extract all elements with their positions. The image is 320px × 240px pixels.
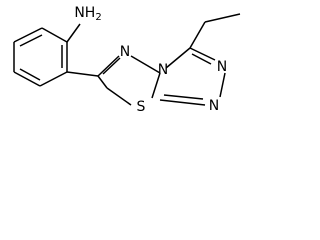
amine-group: NH2 [74, 5, 101, 23]
benzene-ring [13, 27, 68, 87]
bond-ethyl-2 [204, 13, 241, 23]
atom-sulfur: S [137, 99, 146, 115]
bond-c-n-amine [66, 23, 81, 43]
atom-n-triazole-bottom: N [209, 98, 219, 114]
bond [13, 27, 43, 43]
double-bond-inner [19, 34, 43, 47]
chemical-structure: NH2 N N N N S [13, 5, 241, 115]
bond [151, 72, 161, 99]
bond [13, 71, 41, 87]
bond [39, 71, 68, 87]
bond [41, 27, 68, 43]
bond [219, 72, 226, 98]
double-bond-inner [19, 68, 41, 81]
double-bond-inner [163, 94, 204, 100]
bond [165, 47, 191, 69]
bond-aryl-link [66, 71, 99, 77]
atom-n-triazole-right: N [217, 59, 227, 75]
bond [97, 55, 120, 77]
bond [97, 75, 108, 89]
triazole-ring [159, 47, 226, 106]
atom-n-thiadiazole: N [120, 44, 130, 60]
bond [106, 87, 132, 106]
atom-n-bridgehead: N [158, 62, 168, 78]
bond [189, 47, 216, 61]
double-bond-inner [102, 57, 121, 75]
bond [159, 99, 206, 106]
double-bond-inner [191, 53, 212, 65]
bond [130, 55, 161, 74]
bond-ethyl-1 [189, 21, 206, 49]
amine-label: NH2 [74, 5, 101, 23]
thiadiazole-ring [97, 55, 161, 106]
